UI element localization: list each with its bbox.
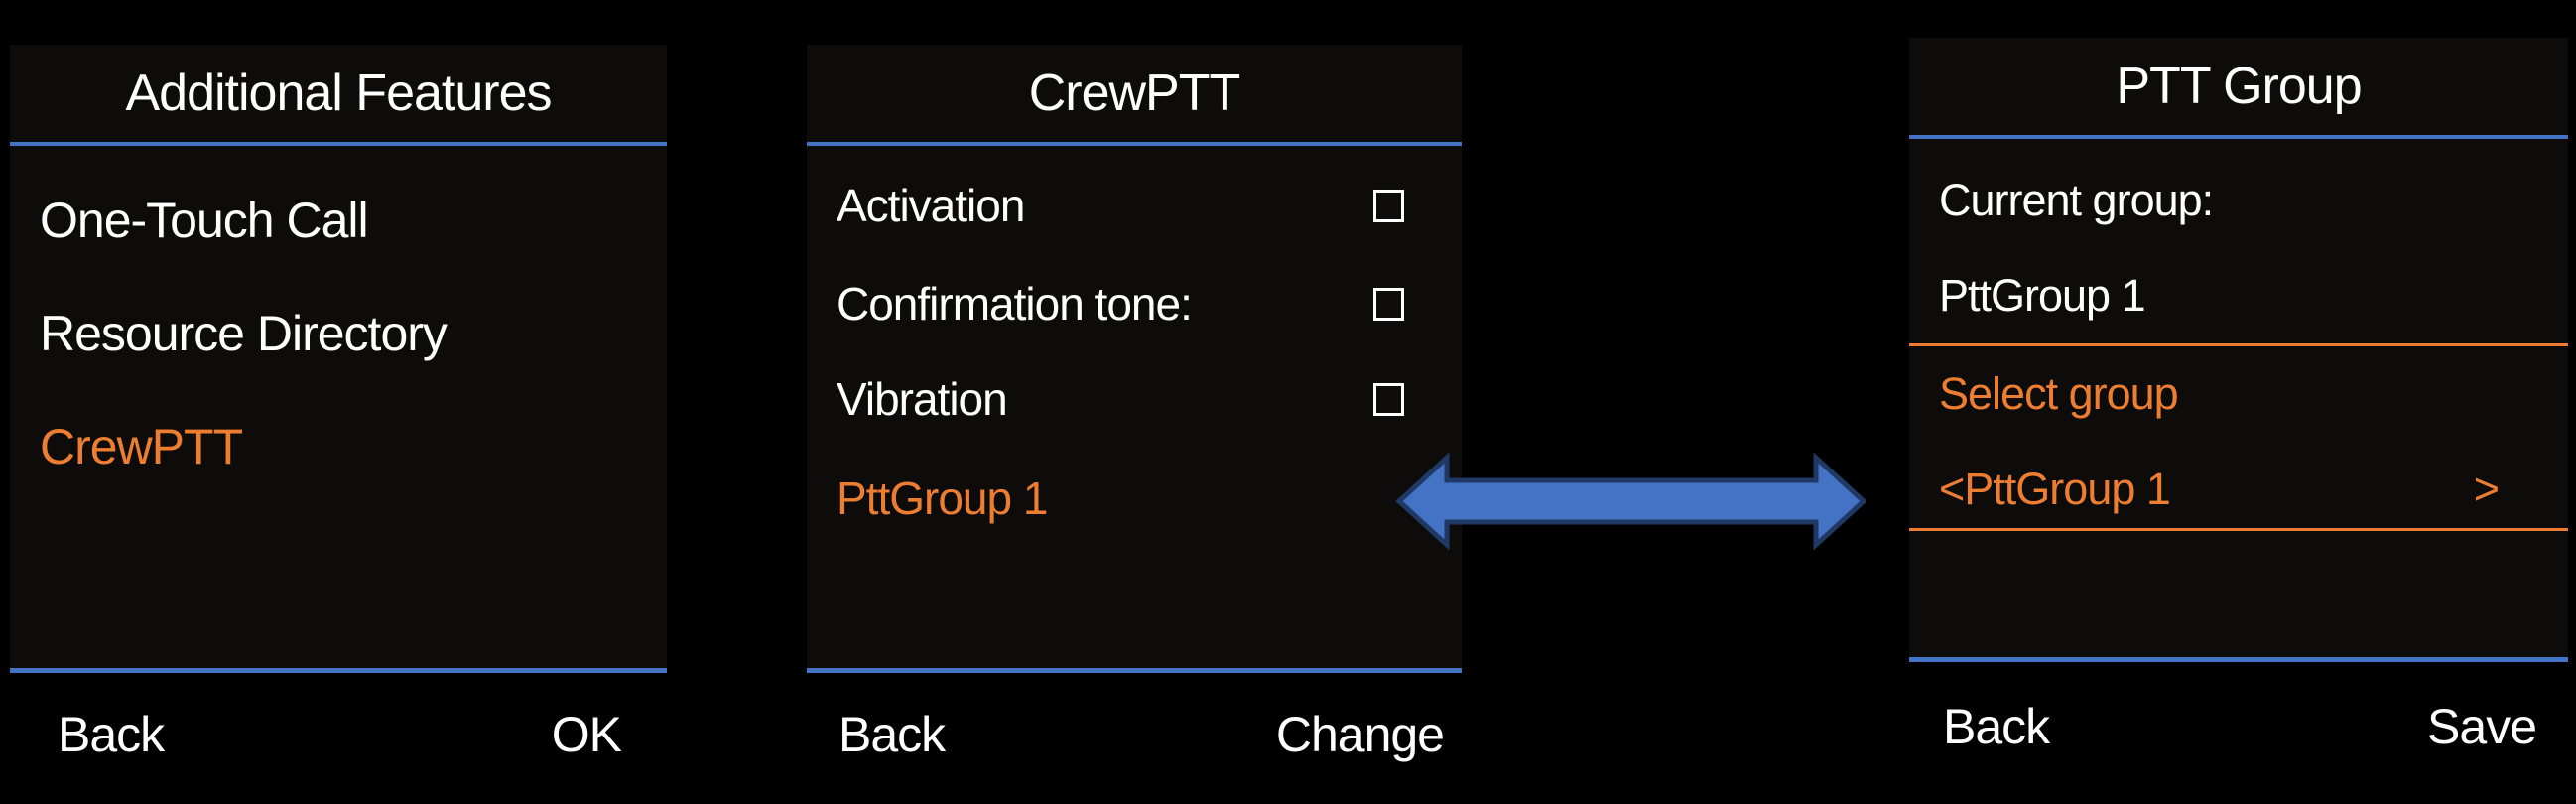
confirmation-tone-checkbox[interactable]	[1373, 287, 1404, 321]
screen-title: Additional Features	[125, 65, 552, 122]
menu-item-one-touch-call[interactable]: One-Touch Call	[40, 193, 369, 248]
screen-ptt-group: PTT Group Current group: PttGroup 1 Sele…	[1909, 38, 2568, 662]
softkey-bar: Back Save	[1909, 687, 2568, 766]
setting-row-activation[interactable]: Activation	[807, 176, 1462, 235]
next-group-indicator[interactable]: >	[2473, 464, 2500, 514]
double-arrow-icon	[1393, 452, 1868, 551]
menu-item-resource-directory[interactable]: Resource Directory	[40, 306, 448, 361]
activation-checkbox[interactable]	[1373, 189, 1404, 222]
current-group-value: PttGroup 1	[1939, 270, 2146, 321]
screen-crewptt: CrewPTT Activation Confirmation tone: Vi…	[807, 45, 1462, 673]
menu-item-crewptt[interactable]: CrewPTT	[40, 419, 243, 474]
title-rule	[807, 142, 1462, 146]
setting-row-confirmation-tone[interactable]: Confirmation tone:	[807, 274, 1462, 334]
setting-row-vibration[interactable]: Vibration	[807, 369, 1462, 429]
title-rule	[10, 142, 667, 146]
softkey-bar: Back Change	[807, 695, 1462, 774]
current-group-label: Current group:	[1939, 175, 2214, 225]
screen-title: PTT Group	[2116, 58, 2362, 115]
setting-row-ptt-group[interactable]: PttGroup 1	[837, 472, 1048, 524]
softkey-bar: Back OK	[10, 695, 667, 774]
softkey-save[interactable]: Save	[2427, 699, 2537, 754]
screen-title: CrewPTT	[1028, 65, 1241, 122]
softkey-change[interactable]: Change	[1275, 707, 1445, 762]
group-selector[interactable]: <PttGroup 1 >	[1939, 464, 2500, 514]
softkey-back[interactable]: Back	[838, 707, 946, 762]
title-rule	[1909, 135, 2568, 139]
select-group-label[interactable]: Select group	[1939, 368, 2179, 419]
section-rule	[1909, 343, 2568, 346]
softkey-ok[interactable]: OK	[551, 707, 622, 762]
vibration-checkbox[interactable]	[1373, 382, 1404, 416]
softkey-back[interactable]: Back	[1943, 699, 2050, 754]
softkey-back[interactable]: Back	[58, 707, 165, 762]
screen-additional-features: Additional Features One-Touch Call Resou…	[10, 45, 667, 673]
section-rule	[1909, 528, 2568, 531]
